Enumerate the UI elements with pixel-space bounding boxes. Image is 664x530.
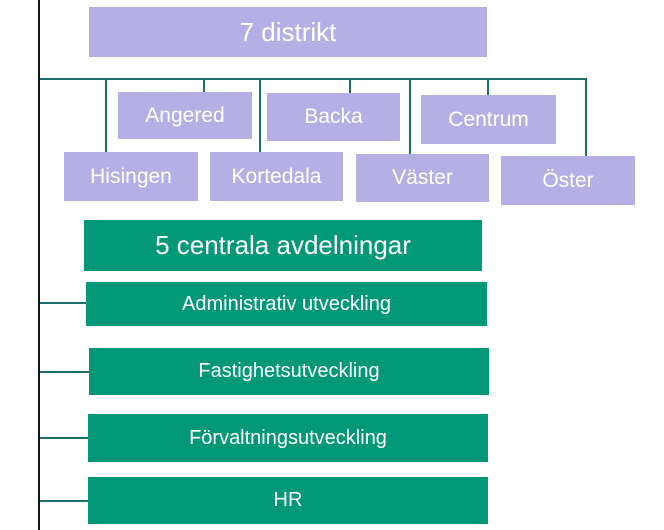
connector-backa: [349, 79, 351, 93]
district-angered: Angered: [118, 92, 252, 139]
connector-hr: [40, 500, 88, 502]
district-label: Hisingen: [90, 164, 172, 188]
department-forvaltning: Förvaltningsutveckling: [88, 414, 488, 462]
department-hr: HR: [88, 477, 488, 524]
district-vaster: Väster: [356, 154, 489, 202]
district-centrum: Centrum: [421, 95, 556, 144]
connector-vaster: [409, 79, 411, 154]
connector-kortedala: [259, 79, 261, 152]
departments-title: 5 centrala avdelningar: [155, 230, 411, 260]
district-label: Backa: [304, 105, 363, 128]
district-backa: Backa: [267, 93, 400, 141]
connector-angered: [203, 79, 205, 93]
district-hisingen: Hisingen: [64, 152, 198, 201]
department-label: Fastighetsutveckling: [198, 360, 380, 382]
connector-oster: [585, 79, 587, 156]
department-label: Administrativ utveckling: [182, 292, 391, 315]
connector-administrativ: [40, 302, 86, 304]
district-label: Väster: [392, 166, 453, 189]
connector-centrum: [487, 79, 489, 95]
department-administrativ: Administrativ utveckling: [86, 282, 487, 326]
district-oster: Öster: [501, 156, 635, 205]
main-trunk-line: [38, 0, 40, 530]
district-label: Kortedala: [231, 164, 322, 188]
connector-fastighet: [40, 371, 89, 373]
districts-title-box: 7 distrikt: [89, 7, 487, 57]
connector-forvaltning: [40, 437, 88, 439]
department-fastighet: Fastighetsutveckling: [89, 348, 489, 395]
district-label: Öster: [542, 168, 594, 192]
district-label: Angered: [145, 103, 225, 127]
district-kortedala: Kortedala: [210, 152, 343, 201]
district-connector-horizontal: [40, 78, 587, 80]
district-label: Centrum: [448, 107, 529, 131]
department-label: Förvaltningsutveckling: [189, 426, 387, 449]
districts-title: 7 distrikt: [239, 16, 337, 47]
department-label: HR: [273, 489, 303, 511]
departments-title-box: 5 centrala avdelningar: [84, 220, 482, 271]
connector-hisingen: [105, 79, 107, 152]
